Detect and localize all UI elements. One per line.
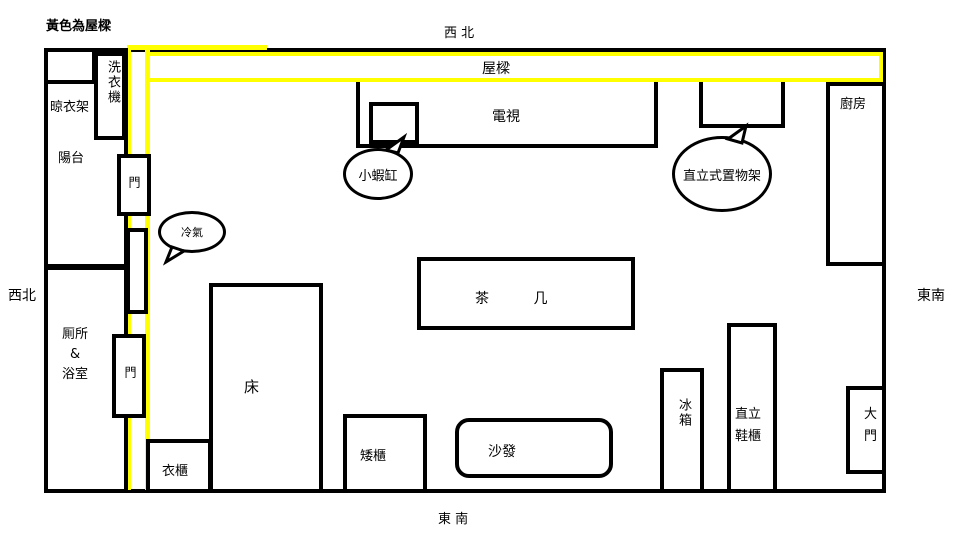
outer-wall <box>44 48 886 493</box>
beam-label: 屋樑 <box>482 61 510 77</box>
washer-label: 洗衣機 <box>105 60 120 105</box>
window-left <box>126 228 148 314</box>
wardrobe-box <box>146 439 212 493</box>
aircon-tail <box>162 245 188 266</box>
fridge-label: 冰箱 <box>676 398 691 428</box>
toilet-door-label: 門 <box>123 366 137 380</box>
direction-right: 東南 <box>917 288 945 304</box>
tea-table-label: 茶 几 <box>475 291 548 307</box>
legend-text: 黃色為屋樑 <box>46 19 112 34</box>
toilet-label: 厠所 <box>62 327 89 342</box>
main-door-label: 大 門 <box>864 404 877 448</box>
shoe-cabinet-line1: 直立 <box>735 407 762 422</box>
low-cabinet-box <box>343 414 427 493</box>
direction-left: 西北 <box>8 288 36 304</box>
wardrobe-label: 衣櫃 <box>162 464 189 479</box>
shelf-callout: 直立式置物架 <box>672 136 772 212</box>
balcony-door-label: 門 <box>127 176 141 190</box>
shoe-cabinet-label: 直立 鞋櫃 <box>735 404 761 448</box>
main-door-box <box>846 386 886 474</box>
bath-label: 浴室 <box>62 367 89 382</box>
fish-tank-tail <box>382 132 408 155</box>
amp-label: & <box>69 347 81 362</box>
direction-bottom: 東 南 <box>438 512 469 527</box>
aircon-callout: 冷氣 <box>158 211 226 253</box>
fish-tank-text: 小蝦缸 <box>358 168 398 184</box>
aircon-text: 冷氣 <box>181 226 203 239</box>
sofa-label: 沙發 <box>488 444 516 460</box>
fish-tank-box <box>369 102 419 144</box>
shoe-cabinet-line2: 鞋櫃 <box>735 429 762 444</box>
main-door-line1: 大 <box>864 407 878 422</box>
tv-label: 電視 <box>492 109 520 125</box>
beam-top-yellow <box>127 45 267 50</box>
toilet-bath-label: 厠所 & 浴室 <box>62 325 88 385</box>
bed-label: 床 <box>244 378 260 396</box>
shelf-box <box>699 82 785 128</box>
fish-tank-callout: 小蝦缸 <box>343 148 413 200</box>
shelf-text: 直立式置物架 <box>682 168 761 184</box>
low-cabinet-label: 矮櫃 <box>360 449 387 464</box>
fridge-box <box>660 368 704 493</box>
main-door-line2: 門 <box>864 429 878 444</box>
kitchen-label: 廚房 <box>840 97 867 112</box>
drying-rack-box <box>44 48 96 84</box>
shoe-cabinet-box <box>727 323 777 493</box>
balcony-label: 陽台 <box>58 151 85 166</box>
tea-table-box <box>417 257 635 330</box>
direction-top: 西 北 <box>444 26 475 41</box>
drying-rack-label: 晾衣架 <box>50 100 90 115</box>
balcony-door <box>117 154 151 216</box>
sofa-box <box>455 418 613 478</box>
shelf-tail <box>724 122 749 145</box>
tv-cabinet <box>356 82 658 148</box>
bed-box <box>209 283 323 493</box>
toilet-door <box>112 334 146 418</box>
balcony-divider <box>44 264 130 270</box>
kitchen-box <box>826 82 886 266</box>
